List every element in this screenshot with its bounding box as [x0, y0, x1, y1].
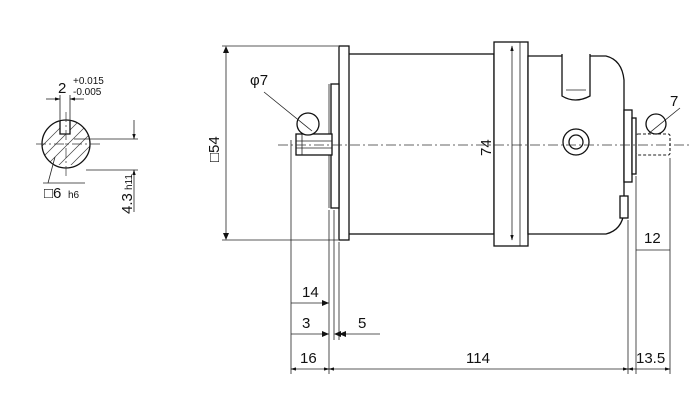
rear-shaft-hidden — [635, 133, 671, 156]
dim-16-label: 16 — [300, 350, 317, 367]
shaft-size-label: □6 — [44, 185, 61, 202]
rear-clamp-ring — [493, 41, 529, 247]
dim-3-label: 3 — [302, 315, 310, 332]
rear-boss — [623, 109, 633, 183]
motor-dimensions: □54 74 φ7 7 12 14 3 — [206, 45, 681, 374]
dim-5-label: 5 — [358, 315, 366, 332]
dim-14-label: 14 — [302, 284, 319, 301]
motor-body — [347, 53, 495, 235]
body-length-label: 114 — [466, 350, 490, 367]
front-hole-circle — [296, 112, 320, 136]
key-tolerance-lower: -0.005 — [73, 87, 102, 98]
front-flange — [338, 45, 350, 241]
rear-hole-circle — [645, 113, 667, 135]
key-width-label: 2 — [58, 80, 66, 97]
flat-fit-label: h11 — [124, 174, 135, 190]
rear-boss-step — [631, 117, 637, 175]
body-diameter-label: 74 — [478, 139, 495, 156]
front-shaft — [295, 133, 333, 156]
rear-shaft-length-label: 12 — [644, 230, 661, 247]
flat-height-label: 4.3 — [119, 193, 136, 214]
shaft-cross-section: 2 +0.015 -0.005 □6 h6 4.3 h11 — [36, 76, 138, 214]
center-bolt-inner — [568, 134, 584, 150]
section-hatching — [42, 120, 90, 168]
flange-square-label: □54 — [206, 136, 223, 162]
shaft-fit-label: h6 — [68, 190, 80, 201]
key-tolerance-upper: +0.015 — [73, 76, 104, 87]
rear-dim-label: 13.5 — [636, 350, 665, 367]
front-hole-label: φ7 — [250, 72, 268, 89]
rear-foot — [619, 195, 629, 219]
terminal-box — [561, 54, 591, 101]
rear-hole-label: 7 — [670, 93, 678, 110]
